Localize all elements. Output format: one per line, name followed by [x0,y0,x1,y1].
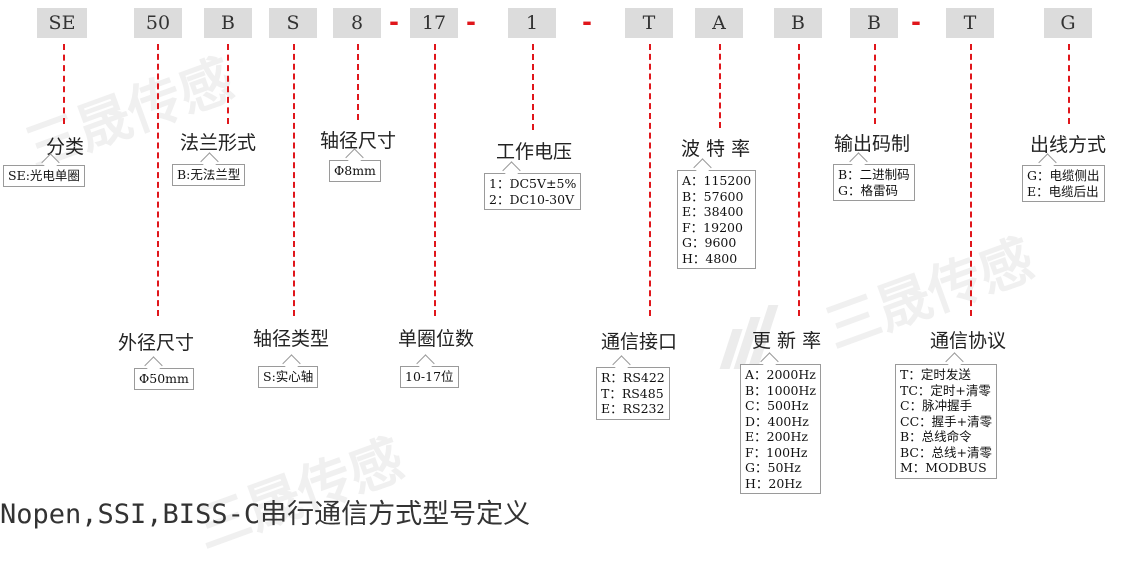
code-separator: - [389,8,399,36]
label-interface: 通信接口 [601,331,678,353]
label-refresh: 更 新 率 [752,330,822,352]
connector-line [1068,44,1070,124]
label-shaft-size: 轴径尺寸 [320,130,397,152]
label-category: 分类 [46,136,85,158]
connector-line [227,44,229,124]
connector-line [434,44,436,316]
callout-protocol: T：定时发送 TC：定时+清零 C：脉冲握手 CC：握手+清零 B：总线命令 B… [895,352,998,479]
callout-interface: R：RS422 T：RS485 E：RS232 [596,355,670,420]
code-voltage: 1 [508,8,556,38]
connector-line [532,44,534,130]
callout-outer-diameter: Φ50mm [134,356,194,390]
connector-line [719,44,721,128]
code-separator: - [466,8,476,36]
connector-line [798,44,800,316]
callout-resolution: 10-17位 [400,354,459,388]
label-shaft-type: 轴径类型 [253,328,330,350]
section-title: Nopen,SSI,BISS-C串行通信方式型号定义 [0,499,531,530]
code-protocol: T [946,8,994,38]
callout-refresh: A：2000Hz B：1000Hz C：500Hz D：400Hz E：200H… [740,352,821,494]
callout-baud: A：115200 B：57600 E：38400 F：19200 G：9600 … [677,158,757,269]
label-flange-type: 法兰形式 [180,132,257,154]
code-baud: A [695,8,743,38]
code-shaft-size: 8 [333,8,381,38]
callout-flange-type: B:无法兰型 [172,152,246,186]
code-separator: - [582,8,592,36]
watermark-brand: 三晟传感 [187,427,412,561]
label-baud: 波 特 率 [681,138,751,160]
code-resolution: 17 [410,8,458,38]
watermark-brand: 三晟传感 [817,227,1042,361]
connector-line [357,44,359,120]
code-outer-diameter: 50 [134,8,182,38]
connector-line [874,44,876,124]
code-separator: - [911,8,921,36]
code-se: SE [37,8,87,38]
callout-category: SE:光电单圈 [3,153,85,187]
callout-cable: G：电缆侧出 E：电缆后出 [1022,153,1105,202]
callout-shaft-size: Φ8mm [329,148,381,182]
code-format: B [850,8,898,38]
callout-code-format: B：二进制码 G：格雷码 [833,152,915,201]
connector-line [970,44,972,316]
label-voltage: 工作电压 [496,141,573,163]
connector-line [293,44,295,316]
label-resolution: 单圈位数 [398,328,475,350]
label-cable: 出线方式 [1030,134,1107,156]
connector-line [649,44,651,316]
connector-line [157,44,159,316]
label-outer-diameter: 外径尺寸 [118,332,195,354]
connector-line [63,44,65,124]
label-protocol: 通信协议 [930,330,1007,352]
code-refresh: B [774,8,822,38]
code-shaft-type: S [269,8,317,38]
label-code-format: 输出码制 [834,133,911,155]
code-flange: B [204,8,252,38]
code-cable: G [1044,8,1092,38]
callout-voltage: 1：DC5V±5% 2：DC10-30V [484,161,582,210]
callout-shaft-type: S:实心轴 [258,354,319,388]
code-interface: T [625,8,673,38]
